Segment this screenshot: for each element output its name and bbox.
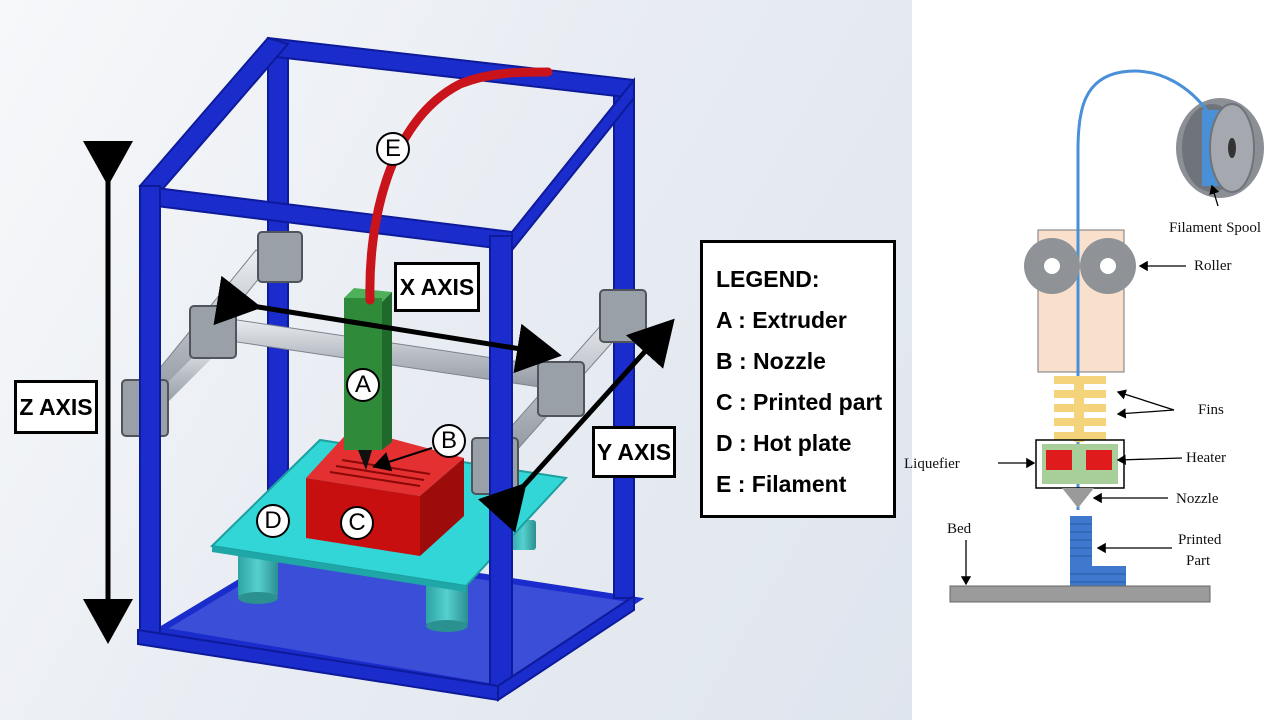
heater-right bbox=[1086, 450, 1112, 470]
label-printed-part-line2: Part bbox=[1186, 553, 1211, 569]
nozzle-pointer bbox=[372, 447, 433, 472]
legend-title: LEGEND: bbox=[716, 266, 820, 292]
legend-item: D : Hot plate bbox=[716, 430, 852, 456]
label-liquefier: Liquefier bbox=[904, 456, 960, 472]
filament-line bbox=[1076, 69, 1210, 510]
label-printed-part-line1: Printed bbox=[1178, 532, 1222, 548]
legend-item: A : Extruder bbox=[716, 307, 847, 333]
legend-item: C : Printed part bbox=[716, 389, 883, 415]
heater-left bbox=[1046, 450, 1072, 470]
bed-plate bbox=[949, 585, 1211, 603]
callout-nozzle: B bbox=[432, 424, 466, 458]
label-nozzle: Nozzle bbox=[1176, 491, 1219, 507]
label-roller: Roller bbox=[1194, 258, 1232, 274]
printed-part-stack bbox=[1070, 516, 1126, 588]
x-axis-label: X AXIS bbox=[394, 262, 480, 312]
y-axis-label: Y AXIS bbox=[592, 426, 676, 478]
printer-3d-drawing bbox=[83, 36, 675, 702]
fdm-schematic: Filament Spool Roller Fins Liquefier Hea… bbox=[904, 0, 1280, 720]
printer-3d-illustration: Z AXIS X AXIS Y AXIS A B C D E LEGEND: A… bbox=[0, 0, 912, 720]
filament-spool-shape bbox=[1176, 98, 1264, 198]
z-axis-label: Z AXIS bbox=[14, 380, 98, 434]
label-fins: Fins bbox=[1198, 402, 1224, 418]
label-filament-spool: Filament Spool bbox=[1169, 220, 1262, 236]
legend-item: E : Filament bbox=[716, 471, 847, 497]
nozzle-tip bbox=[1062, 488, 1094, 508]
callout-printed-part: C bbox=[340, 506, 374, 540]
label-heater: Heater bbox=[1186, 450, 1226, 466]
callout-filament: E bbox=[376, 132, 410, 166]
callout-hot-plate: D bbox=[256, 504, 290, 538]
y-axis-arrow bbox=[477, 318, 675, 533]
label-bed: Bed bbox=[947, 521, 972, 537]
rollers bbox=[1024, 238, 1136, 294]
legend-item: B : Nozzle bbox=[716, 348, 826, 374]
fdm-schematic-drawing bbox=[949, 69, 1264, 603]
filament-tube bbox=[365, 67, 553, 305]
legend-box: LEGEND: A : Extruder B : Nozzle C : Prin… bbox=[700, 240, 896, 518]
callout-extruder: A bbox=[346, 368, 380, 402]
